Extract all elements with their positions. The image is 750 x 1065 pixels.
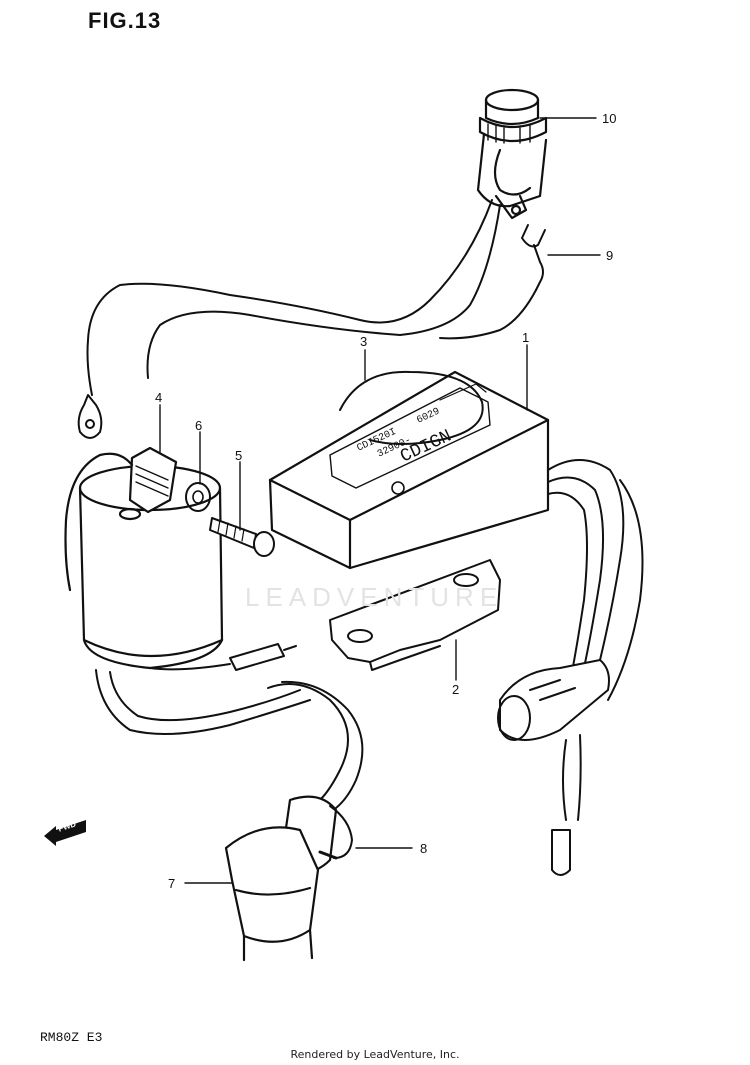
callout-5: 5 — [235, 448, 243, 463]
kill-switch — [476, 88, 548, 220]
cdi-label-code: 6029 — [415, 406, 442, 427]
callout-3: 3 — [360, 334, 368, 349]
ground-wire — [318, 805, 353, 860]
model-code: RM80Z E3 — [40, 1030, 103, 1045]
washer — [185, 482, 211, 512]
watermark: LEADVENTURE — [245, 582, 504, 612]
callout-6: 6 — [195, 418, 203, 433]
cdi-harness — [547, 459, 644, 701]
callout-2: 2 — [452, 682, 460, 697]
cdi-mounting-bracket — [329, 559, 501, 671]
callout-4: 4 — [155, 390, 163, 405]
ignition-coil — [64, 446, 224, 670]
harness-connector — [497, 659, 610, 876]
coil-primary-wire — [149, 643, 297, 671]
ring-terminal — [77, 394, 103, 439]
kill-switch-wire-a — [86, 199, 493, 396]
callout-9: 9 — [606, 248, 614, 263]
spark-plug-cap — [224, 795, 338, 962]
front-arrow-icon — [44, 820, 86, 846]
cdi-wire-loop — [339, 370, 484, 445]
figure-title: FIG.13 — [88, 8, 162, 33]
fork-terminal — [439, 224, 546, 340]
callout-7: 7 — [168, 876, 176, 891]
render-credit: Rendered by LeadVenture, Inc. — [290, 1048, 460, 1061]
callout-10: 10 — [602, 111, 617, 126]
bolt — [209, 517, 275, 557]
high-tension-lead — [95, 669, 364, 809]
kill-switch-wire-b — [146, 204, 501, 379]
callout-8: 8 — [420, 841, 428, 856]
callout-1: 1 — [522, 330, 530, 345]
leader-lines — [159, 117, 601, 884]
